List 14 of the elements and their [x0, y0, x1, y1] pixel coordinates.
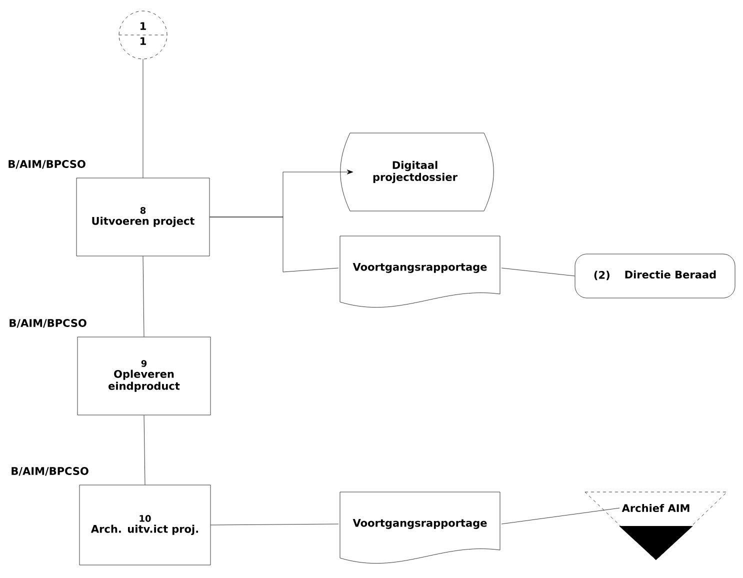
connector-line	[142, 256, 144, 337]
connector-line	[210, 524, 339, 526]
process-box: 9 Opleveren eindproduct	[77, 336, 211, 416]
process-box: 8 Uitvoeren project	[76, 178, 210, 256]
connector-line	[501, 268, 575, 276]
role-label: B/AIM/BPCSO	[10, 319, 86, 328]
connector-line	[210, 216, 339, 272]
connector-line	[144, 415, 146, 485]
archive-triangle: Archief AIM	[584, 492, 728, 560]
connector-line	[142, 59, 144, 178]
process-box: 10 Arch. uitv.ict proj.	[79, 484, 211, 566]
role-label: B/AIM/BPCSO	[12, 467, 88, 476]
connector-line	[501, 508, 620, 524]
role-label: B/AIM/BPCSO	[8, 160, 86, 169]
